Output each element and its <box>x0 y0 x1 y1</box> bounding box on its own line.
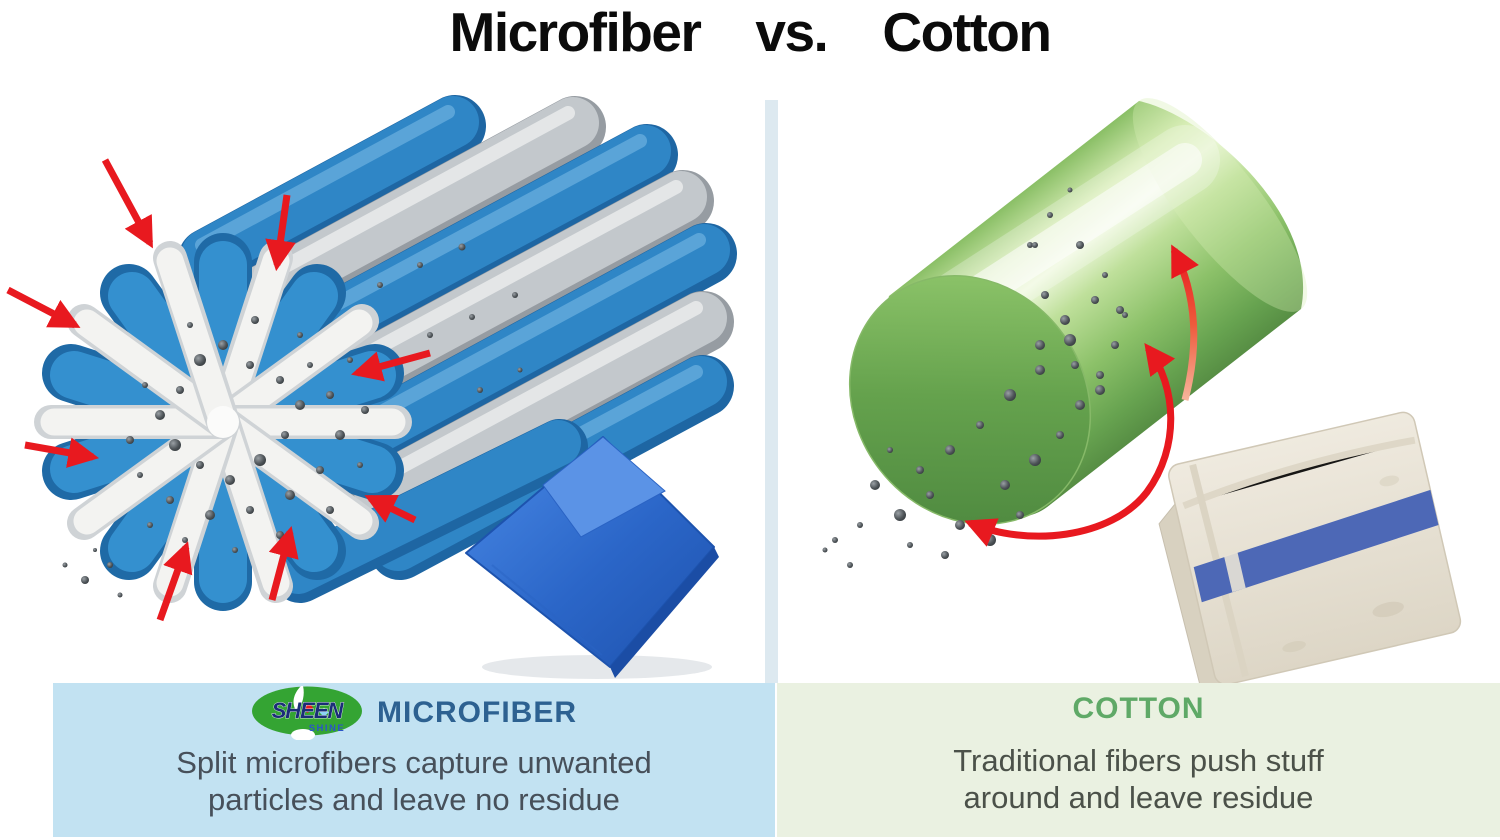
microfiber-cloth-photo <box>465 436 719 679</box>
cotton-description-line1: Traditional fibers push stuff <box>953 743 1324 778</box>
cotton-fiber-illustration <box>822 98 1462 685</box>
cotton-heading: COTTON <box>1072 692 1205 725</box>
vertical-divider <box>765 100 778 683</box>
microfiber-panel: SHEEN SHINE MICROFIBER Split microfibers… <box>53 683 775 837</box>
microfiber-fiber-illustration <box>6 95 737 679</box>
cotton-description-line2: around and leave residue <box>963 780 1314 815</box>
microfiber-heading: MICROFIBER <box>377 696 577 729</box>
title-vs: vs. <box>755 1 828 63</box>
page-title: Microfiber vs. Cotton <box>0 0 1500 70</box>
cotton-description: Traditional fibers push stuff around and… <box>953 742 1323 816</box>
title-microfiber: Microfiber <box>449 1 702 63</box>
microfiber-brand-row: SHEEN SHINE MICROFIBER <box>251 686 577 740</box>
microfiber-description: Split microfibers capture unwanted parti… <box>176 744 652 818</box>
cotton-towel-photo <box>1158 411 1462 685</box>
sheen-shine-logo-icon: SHEEN SHINE <box>252 686 362 740</box>
logo-primary-text: SHEEN <box>272 698 345 723</box>
cotton-panel: COTTON Traditional fibers push stuff aro… <box>777 683 1500 837</box>
push-arrows <box>964 244 1199 547</box>
title-cotton: Cotton <box>882 1 1052 63</box>
microfiber-description-line2: particles and leave no residue <box>208 782 620 817</box>
capture-arrows <box>6 158 431 622</box>
microfiber-description-line1: Split microfibers capture unwanted <box>176 745 652 780</box>
logo-secondary-text: SHINE <box>309 723 346 734</box>
